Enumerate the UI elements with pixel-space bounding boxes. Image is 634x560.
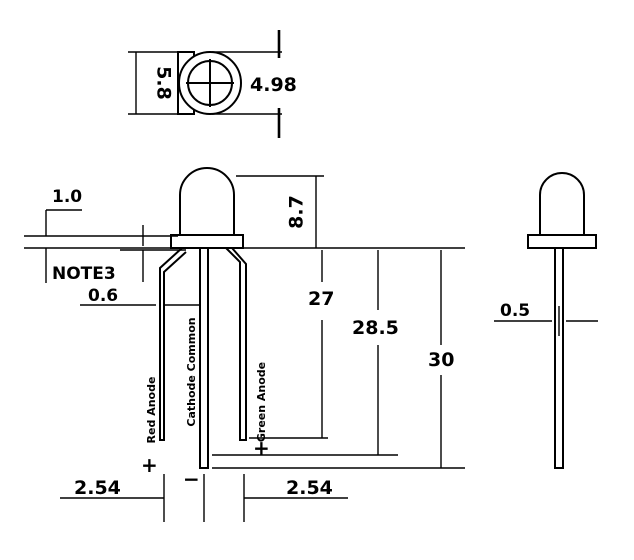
dim-pitch-left: 2.54 <box>74 477 121 499</box>
dim-lead-thickness: 0.5 <box>500 301 530 321</box>
top-view: 5.8 4.98 <box>128 30 297 138</box>
front-view: 1.0 NOTE3 0.6 8.7 27 28.5 30 Red Anode C… <box>24 167 465 522</box>
lead-label-red: Red Anode <box>145 377 158 444</box>
polarity-red: + <box>141 453 158 477</box>
led-lens <box>179 167 235 236</box>
dim-lead-width: 0.6 <box>88 286 118 306</box>
note-label: NOTE3 <box>52 264 116 284</box>
led-flange <box>170 234 244 249</box>
polarity-common: − <box>183 467 200 491</box>
dim-lead-30: 30 <box>428 349 454 371</box>
lead-label-common: Cathode Common <box>185 317 198 426</box>
side-view: 0.5 <box>494 172 598 469</box>
dim-lead-27: 27 <box>308 288 334 310</box>
lead-red <box>159 247 187 441</box>
dim-lead-28-5: 28.5 <box>352 317 399 339</box>
side-lens <box>539 172 585 236</box>
dim-lens-height: 8.7 <box>286 195 308 229</box>
side-lead <box>554 247 564 469</box>
dim-top-height: 5.8 <box>153 66 175 100</box>
side-flange <box>527 234 597 249</box>
lead-green <box>225 247 247 441</box>
dim-top-width: 4.98 <box>250 74 297 96</box>
polarity-green: + <box>253 436 270 460</box>
lead-common <box>199 247 209 469</box>
dim-pitch-right: 2.54 <box>286 477 333 499</box>
lead-label-green: Green Anode <box>255 362 268 442</box>
dim-flange: 1.0 <box>52 187 82 207</box>
